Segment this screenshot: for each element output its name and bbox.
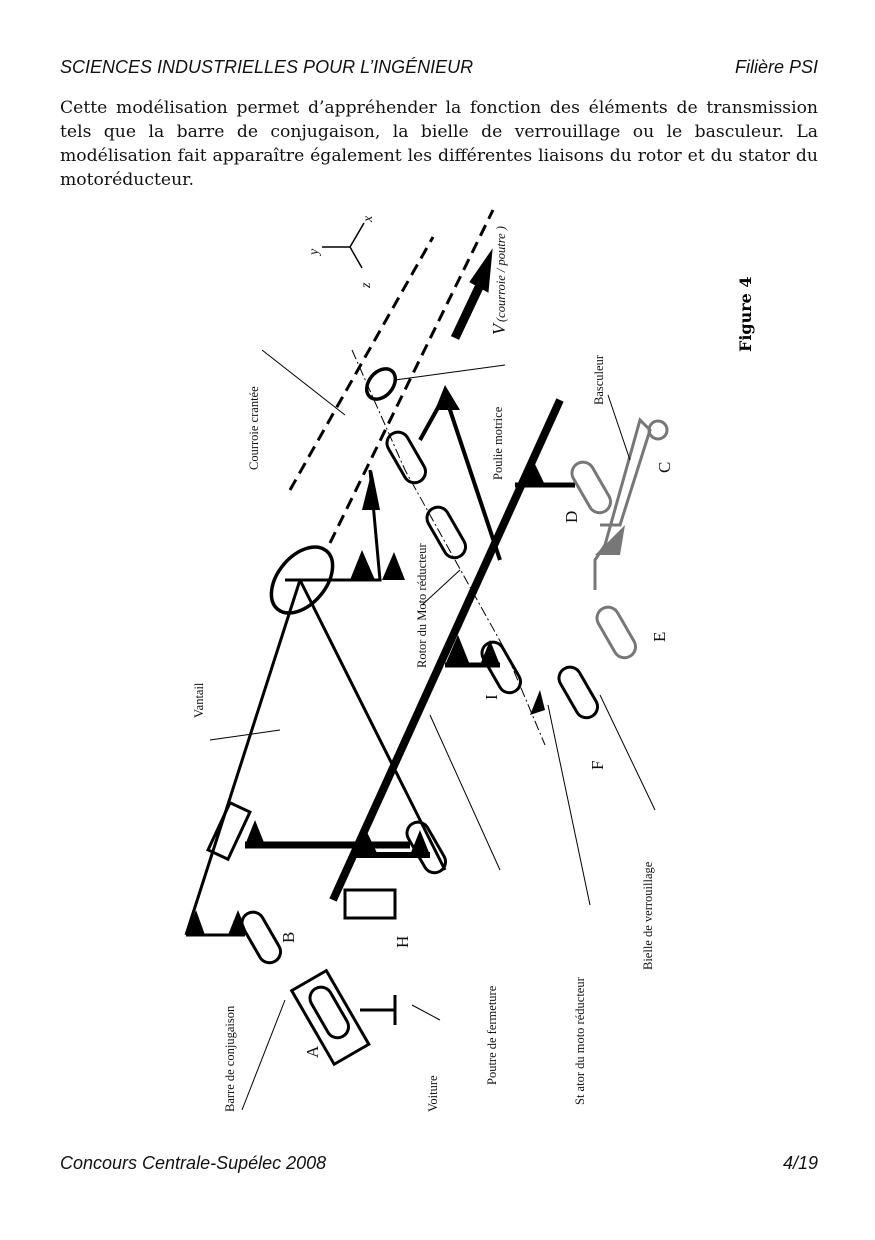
label-barre: Barre de conjugaison	[223, 1005, 237, 1112]
label-poutre: Poutre de fermeture	[485, 985, 499, 1085]
velocity-label: V	[489, 322, 509, 335]
label-vantail: Vantail	[192, 682, 206, 718]
point-C: C	[655, 462, 674, 473]
slider-vantail	[206, 800, 252, 862]
label-basculeur: Basculeur	[592, 354, 606, 405]
label-courroie: Courroie crantée	[247, 386, 261, 470]
label-poulie: Poulie motrice	[491, 406, 505, 480]
intro-paragraph: Cette modélisation permet d’appréhender …	[60, 98, 818, 190]
page-number: 4/19	[782, 1153, 818, 1173]
axis-z-label: z	[359, 282, 374, 289]
voiture-ground	[360, 995, 397, 1025]
point-H: H	[393, 936, 412, 948]
axis-y-label: y	[307, 248, 322, 257]
drive-pulley	[364, 367, 398, 401]
H-slider	[343, 888, 397, 920]
pivot-cylinders	[240, 430, 599, 1040]
velocity-subscript: (courroie / poutre )	[494, 226, 508, 322]
point-B: B	[279, 932, 298, 943]
header-program: Filière PSI	[734, 57, 818, 77]
point-E: E	[650, 632, 669, 642]
figure-caption: Figure 4	[736, 276, 755, 352]
diagram-drawing	[184, 209, 669, 1111]
point-D: D	[562, 511, 581, 523]
label-bielle: Bielle de verrouillage	[641, 861, 655, 970]
point-F: F	[588, 761, 607, 770]
vantail-left	[184, 579, 302, 936]
leader-lines	[209, 349, 656, 1111]
rotor-axis	[351, 349, 546, 746]
label-rotor: Rotor du Moto réducteur	[415, 543, 429, 668]
voiture-slide	[289, 968, 371, 1067]
point-I: I	[482, 694, 501, 700]
belt-upper	[288, 236, 435, 491]
driven-pulley	[269, 545, 335, 615]
axes-icon	[322, 222, 365, 269]
footer-contest: Concours Centrale-Supélec 2008	[60, 1153, 327, 1173]
belt-lower	[328, 209, 495, 544]
point-A: A	[303, 1045, 322, 1058]
header-title: SCIENCES INDUSTRIELLES POUR L’INGÉNIEUR	[60, 57, 474, 77]
triangles	[186, 385, 625, 935]
axis-x-label: x	[361, 215, 376, 223]
velocity-arrowhead	[469, 248, 493, 293]
label-stator: St ator du moto réducteur	[573, 976, 587, 1105]
velocity-arrow	[450, 283, 485, 340]
gray-parts	[570, 417, 669, 660]
label-voiture: Voiture	[426, 1075, 440, 1112]
